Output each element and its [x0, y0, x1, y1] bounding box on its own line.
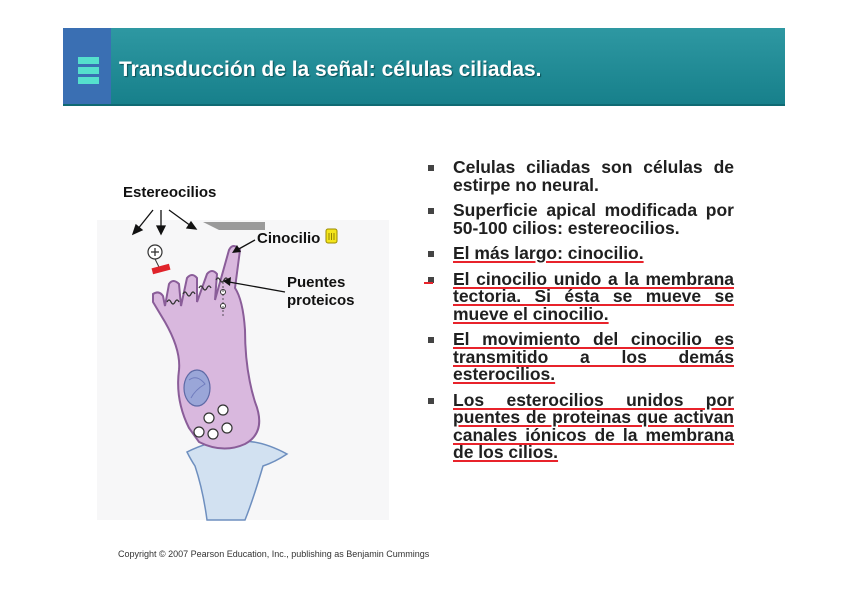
bullet-item: Los esterocilios unidos por puentes de p… [428, 392, 734, 462]
bullet-text: El más largo: cinocilio. [453, 243, 644, 263]
bullet-item: El cinocilio unido a la membrana tectori… [428, 271, 734, 324]
copyright-notice: Copyright © 2007 Pearson Education, Inc.… [118, 549, 429, 559]
hair-cell-diagram: Estereocilios Cinocilio Puentes proteico… [95, 170, 405, 530]
accent-bar-icon [78, 57, 99, 64]
title-banner: Transducción de la señal: células ciliad… [63, 28, 785, 106]
accent-bar-icon [78, 77, 99, 84]
label-estereocilios: Estereocilios [123, 184, 216, 202]
bullet-item: El movimiento del cinocilio es transmiti… [428, 331, 734, 384]
title-accent-block [63, 28, 111, 104]
bullet-text: Superficie apical modificada por 50-100 … [453, 200, 734, 238]
hair-cell-illustration [95, 170, 405, 530]
bullet-square-icon [428, 165, 434, 171]
bullet-item: El más largo: cinocilio. [428, 245, 734, 263]
bullet-square-icon [428, 208, 434, 214]
bullet-text: El cinocilio unido a la membrana tectori… [453, 269, 734, 324]
bullet-square-icon [428, 337, 434, 343]
label-cinocilio: Cinocilio [257, 230, 320, 248]
label-puentes: Puentes [287, 274, 345, 292]
accent-bar-icon [78, 67, 99, 74]
bullet-item: Celulas ciliadas son células de estirpe … [428, 159, 734, 194]
slide-title: Transducción de la señal: células ciliad… [119, 58, 542, 82]
bullet-list: Celulas ciliadas son células de estirpe … [428, 159, 734, 470]
bullet-text: El movimiento del cinocilio es transmiti… [453, 329, 734, 384]
annotation-mark [424, 282, 433, 284]
bullet-square-icon [428, 398, 434, 404]
nucleus [184, 370, 210, 406]
label-proteicos: proteicos [287, 292, 355, 310]
bullet-text: Celulas ciliadas son células de estirpe … [453, 157, 734, 195]
bullet-text: Los esterocilios unidos por puentes de p… [453, 390, 734, 463]
bullet-square-icon [428, 251, 434, 257]
bullet-item: Superficie apical modificada por 50-100 … [428, 202, 734, 237]
